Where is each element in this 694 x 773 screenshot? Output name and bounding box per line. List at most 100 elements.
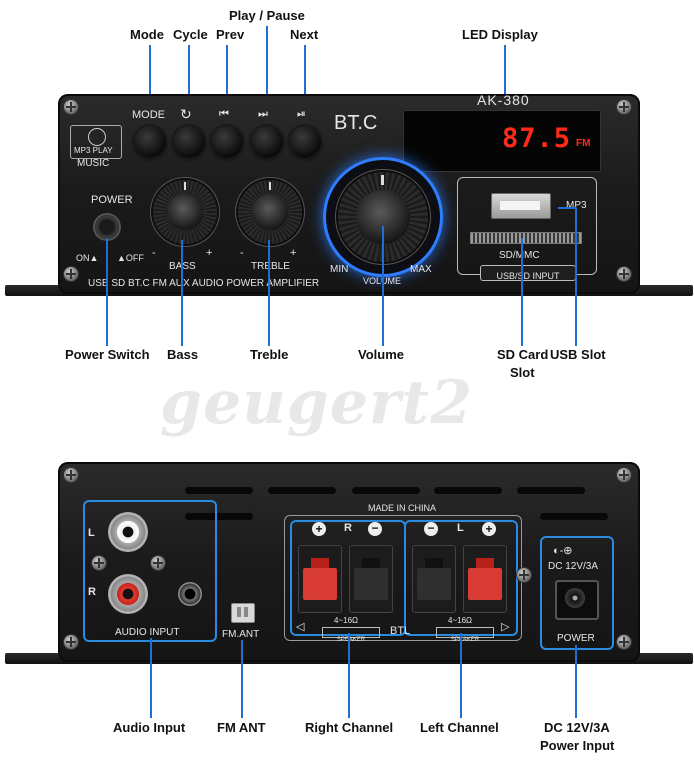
right-speaker-icon: ◁ xyxy=(296,621,305,633)
callout-prev: Prev xyxy=(216,27,245,42)
treble-minus: - xyxy=(240,247,244,259)
usb-slot-tongue xyxy=(500,201,540,210)
plus-icon: + xyxy=(312,522,326,536)
callout-line-bass xyxy=(181,240,183,346)
right-minus-terminal[interactable] xyxy=(349,545,393,613)
aux-3-5mm-jack[interactable] xyxy=(178,582,202,606)
play-pause-icon: ⏯ xyxy=(297,108,306,120)
vent-slot xyxy=(185,487,253,494)
left-speaker-label: SPEAKER xyxy=(450,637,480,643)
prev-button[interactable] xyxy=(211,126,243,158)
rear-screw-bottom-left xyxy=(64,635,78,649)
made-in-china: MADE IN CHINA xyxy=(368,503,437,513)
disc-icon xyxy=(88,128,106,146)
vent-slot xyxy=(434,487,502,494)
rear-screw-top-right xyxy=(617,468,631,482)
left-speaker-icon: ▷ xyxy=(501,621,510,633)
callout-fm-ant: FM ANT xyxy=(217,720,266,735)
treble-label: TREBLE xyxy=(251,261,290,272)
music-text: MUSIC xyxy=(77,158,110,169)
left-plus-terminal[interactable] xyxy=(463,545,507,613)
callout-right-channel: Right Channel xyxy=(305,720,394,735)
power-on-label: ON▲ xyxy=(76,253,99,263)
front-screw-top-right xyxy=(617,100,631,114)
callout-line-next xyxy=(304,45,306,129)
minus-icon: − xyxy=(368,522,382,536)
left-minus-clip-tab xyxy=(425,558,443,568)
next-icon: ⏭ xyxy=(258,108,268,120)
callout-line-play-pause xyxy=(266,26,268,129)
fm-antenna-slot xyxy=(244,607,248,617)
left-minus-terminal[interactable] xyxy=(412,545,456,613)
audio-input-highlight xyxy=(83,500,217,642)
usb-sd-input-label-box: USB/SD INPUT xyxy=(480,265,576,281)
btl-label: BTL xyxy=(390,625,411,637)
right-plus-clip-tab xyxy=(311,558,329,568)
treble-knob-cap xyxy=(252,194,288,230)
rca-red-jack[interactable] xyxy=(108,574,148,614)
mode-button[interactable] xyxy=(134,126,166,158)
mp3-play-text: MP3 PLAY xyxy=(74,146,113,155)
callout-line-audio-input xyxy=(150,638,152,718)
front-screw-top-left xyxy=(64,100,78,114)
callout-dc-line1: DC 12V/3A xyxy=(544,720,610,735)
cycle-button[interactable] xyxy=(173,126,205,158)
power-off-label: ▲OFF xyxy=(117,253,144,263)
callout-cycle: Cycle xyxy=(173,27,208,42)
callout-sd-card-line1: SD Card xyxy=(497,347,549,362)
dc-barrel-jack-hole xyxy=(565,588,585,608)
dc-power-highlight xyxy=(540,536,614,650)
callout-line-cycle xyxy=(188,45,190,129)
on-text: ON xyxy=(76,253,90,263)
usb-slot[interactable] xyxy=(491,193,551,219)
callout-treble: Treble xyxy=(250,347,289,362)
audio-input-label: AUDIO INPUT xyxy=(115,627,180,638)
mp3-label: MP3 xyxy=(566,200,587,211)
callout-mode: Mode xyxy=(130,27,164,42)
vent-slot xyxy=(540,513,608,520)
audio-screw xyxy=(92,556,106,570)
led-unit: FM xyxy=(576,138,591,149)
sd-card-slot[interactable] xyxy=(470,232,582,244)
left-plus-clip-tab xyxy=(476,558,494,568)
off-text: OFF xyxy=(125,253,144,263)
callout-next: Next xyxy=(290,27,319,42)
callout-volume: Volume xyxy=(358,347,404,362)
dc-rating-label: DC 12V/3A xyxy=(548,561,599,572)
vent-slot xyxy=(268,487,336,494)
callout-line-mode xyxy=(149,45,151,129)
bass-minus: - xyxy=(152,247,156,259)
callout-dc-line2: Power Input xyxy=(540,738,615,753)
bass-plus: + xyxy=(206,247,213,259)
watermark: geugert2 xyxy=(160,368,473,438)
led-frequency: 87.5 xyxy=(502,123,572,154)
model-text: AK-380 xyxy=(477,92,530,108)
front-screw-bottom-left xyxy=(64,267,78,281)
audio-r-label: R xyxy=(88,586,96,598)
treble-knob[interactable] xyxy=(238,180,302,244)
power-label: POWER xyxy=(91,194,133,206)
dc-barrel-jack[interactable] xyxy=(555,580,599,620)
right-ohm-label: 4~16Ω xyxy=(334,616,358,625)
fm-antenna-connector[interactable] xyxy=(231,603,255,623)
prev-icon: ⏮ xyxy=(219,108,229,120)
callout-line-usb-tick xyxy=(558,207,576,209)
right-minus-clip xyxy=(354,568,388,600)
left-minus-clip xyxy=(417,568,451,600)
callout-audio-input: Audio Input xyxy=(113,720,186,735)
audio-screw xyxy=(151,556,165,570)
treble-plus: + xyxy=(290,247,297,259)
next-button[interactable] xyxy=(289,126,321,158)
bass-knob[interactable] xyxy=(153,180,217,244)
callout-line-prev xyxy=(226,45,228,129)
rear-screw-bottom-right xyxy=(617,635,631,649)
rca-white-jack[interactable] xyxy=(108,512,148,552)
play-pause-button[interactable] xyxy=(251,126,283,158)
power-switch[interactable] xyxy=(95,215,119,239)
callout-line-sd-card xyxy=(521,238,523,346)
right-speaker-label-box: SPEAKER xyxy=(322,627,380,643)
front-tagline: USB SD BT.C FM AUX AUDIO POWER AMPLIFIER xyxy=(88,278,320,289)
cycle-icon: ↻ xyxy=(180,106,192,122)
mode-label: MODE xyxy=(132,109,165,121)
right-plus-terminal[interactable] xyxy=(298,545,342,613)
